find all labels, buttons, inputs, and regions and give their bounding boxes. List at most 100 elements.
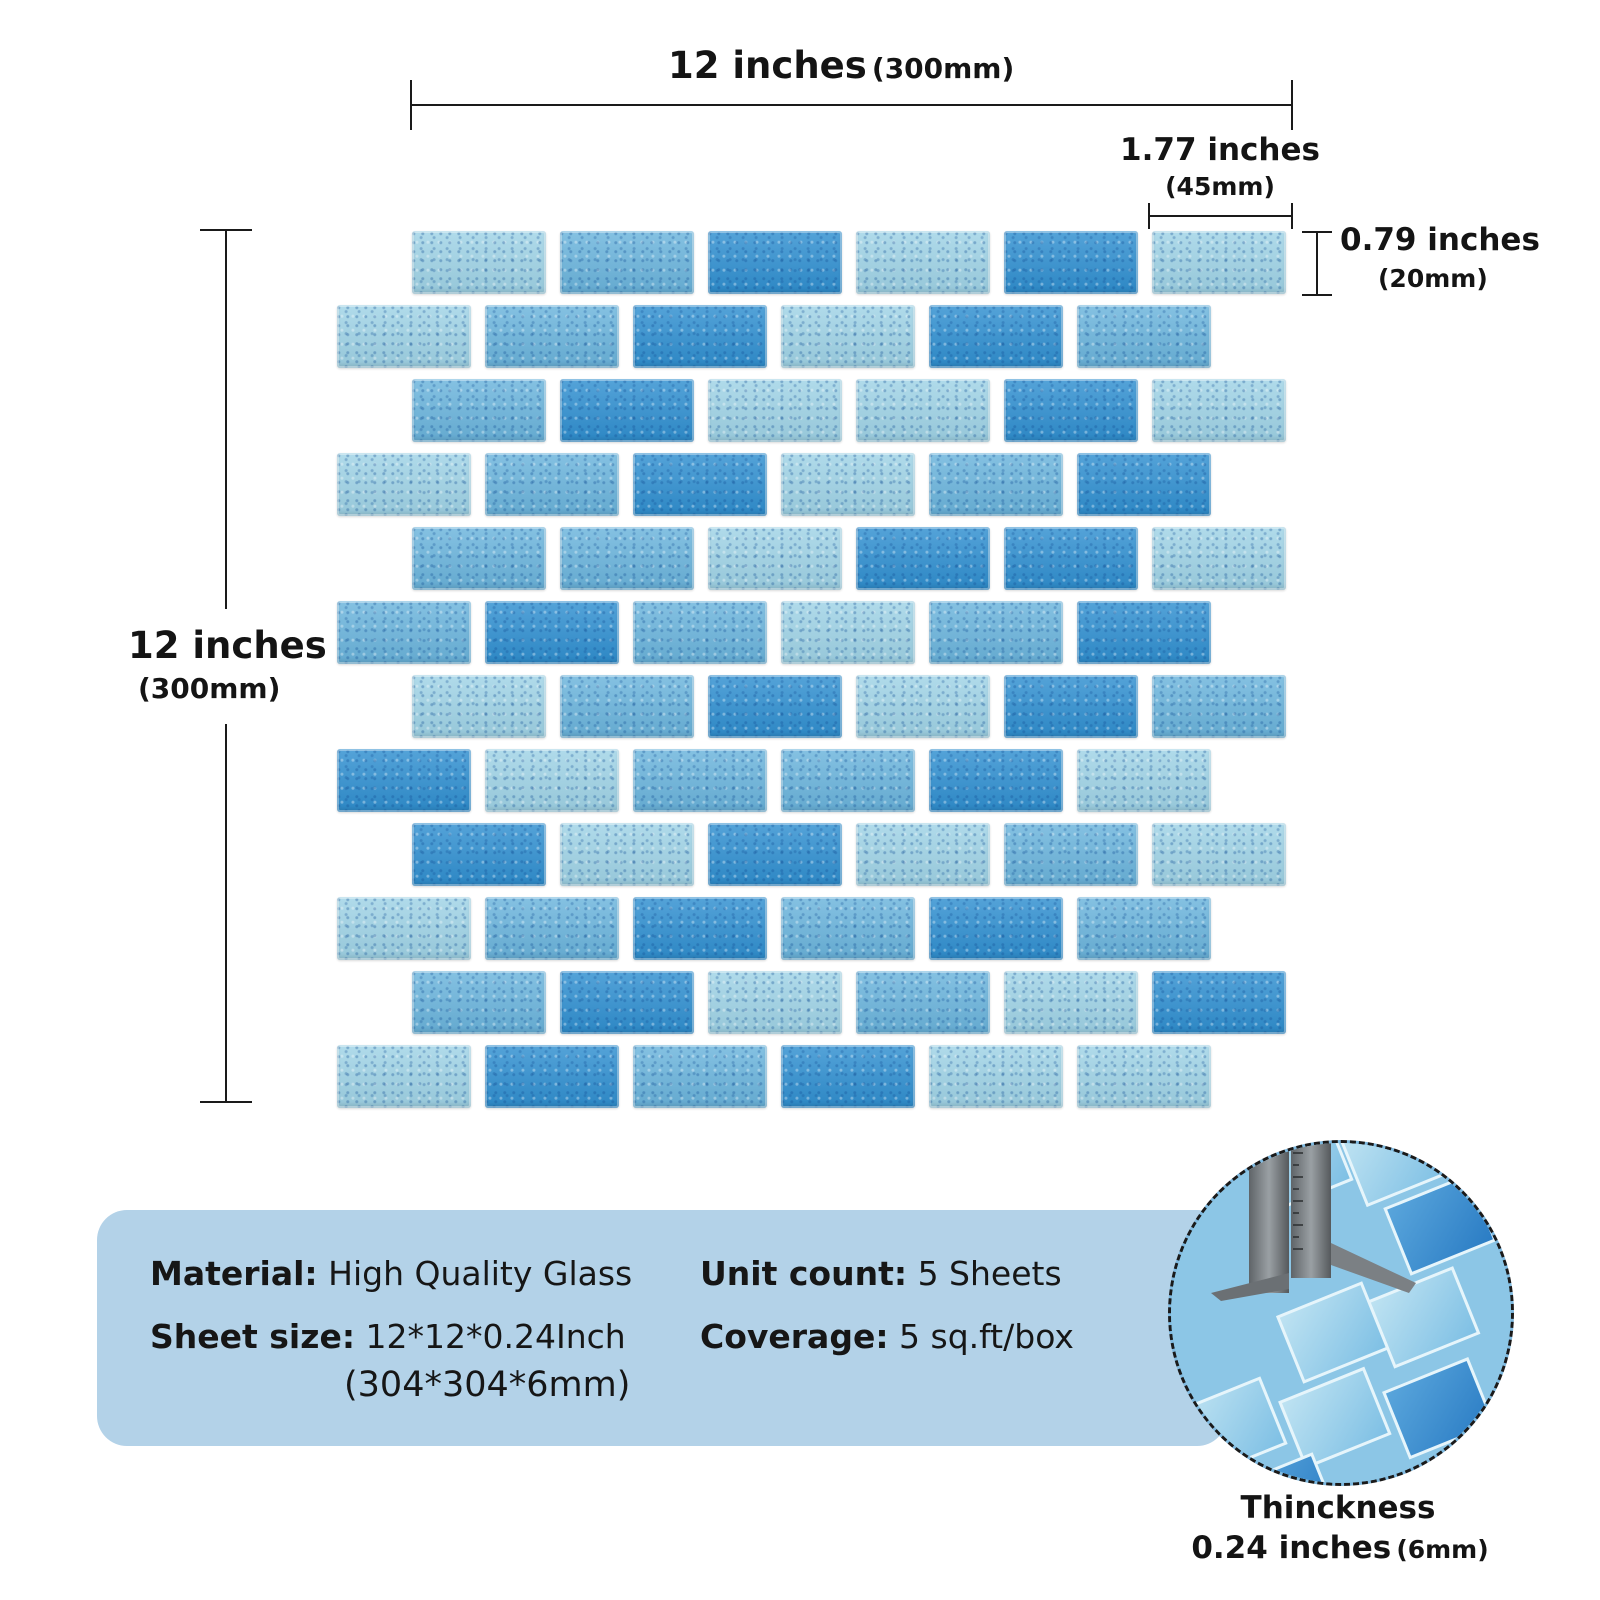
glass-tile [412, 675, 546, 738]
glass-tile [708, 379, 842, 442]
glass-tile [1004, 527, 1138, 590]
glass-tile [1077, 601, 1211, 664]
height-dim-line-upper [225, 229, 227, 609]
glass-tile [1152, 527, 1286, 590]
thickness-inches: 0.24 inches [1191, 1530, 1392, 1566]
glass-tile [929, 305, 1063, 368]
glass-tile [485, 453, 619, 516]
glass-tile [856, 823, 990, 886]
glass-tile [781, 749, 915, 812]
glass-tile [337, 453, 471, 516]
thickness-label: Thinckness [1240, 1490, 1436, 1526]
glass-tile [485, 749, 619, 812]
glass-tile [929, 749, 1063, 812]
tile-height-mm: (20mm) [1378, 264, 1488, 293]
glass-tile [560, 527, 694, 590]
glass-tile [1152, 379, 1286, 442]
sheet-size-spec: Sheet size: 12*12*0.24Inch [150, 1317, 626, 1356]
glass-tile [1004, 971, 1138, 1034]
glass-tile [412, 379, 546, 442]
glass-tile [560, 971, 694, 1034]
glass-tile [1152, 823, 1286, 886]
glass-tile [708, 231, 842, 294]
glass-tile [856, 231, 990, 294]
glass-tile [856, 675, 990, 738]
glass-tile [781, 897, 915, 960]
glass-tile [1152, 231, 1286, 294]
glass-tile [856, 971, 990, 1034]
material-spec: Material: High Quality Glass [150, 1254, 632, 1293]
glass-tile [1004, 823, 1138, 886]
glass-tile [412, 231, 546, 294]
glass-tile [633, 453, 767, 516]
thickness-mm: (6mm) [1396, 1535, 1489, 1564]
width-inches: 12 inches [668, 44, 867, 87]
glass-tile [929, 601, 1063, 664]
glass-tile [485, 305, 619, 368]
glass-tile [929, 897, 1063, 960]
glass-tile [781, 1045, 915, 1108]
glass-tile [929, 453, 1063, 516]
glass-tile [633, 601, 767, 664]
height-inches: 12 inches [128, 624, 327, 667]
glass-tile [337, 601, 471, 664]
glass-tile [412, 527, 546, 590]
tile-width-mm: (45mm) [1165, 172, 1275, 201]
glass-tile [560, 231, 694, 294]
glass-tile [485, 897, 619, 960]
glass-tile [1077, 305, 1211, 368]
sheet-size-mm: (304*304*6mm) [344, 1365, 631, 1405]
width-mm: (300mm) [871, 52, 1015, 85]
height-dim-bottom-tick [200, 1101, 252, 1103]
tile-height-line [1316, 231, 1318, 296]
tile-width-line [1148, 215, 1293, 217]
glass-tile [708, 527, 842, 590]
height-dim-line-lower [225, 724, 227, 1102]
spec-panel: Material: High Quality Glass Sheet size:… [97, 1210, 1227, 1446]
glass-tile [560, 823, 694, 886]
width-dim-line [410, 104, 1293, 106]
thickness-value: 0.24 inches (6mm) [1180, 1530, 1500, 1566]
thickness-caliper-photo [1168, 1140, 1514, 1486]
glass-tile [856, 379, 990, 442]
coverage-label: Coverage: [700, 1317, 889, 1356]
sheet-size-value: 12*12*0.24Inch [365, 1317, 626, 1356]
glass-tile [485, 601, 619, 664]
glass-tile [633, 305, 767, 368]
material-label: Material: [150, 1254, 318, 1293]
glass-tile [1077, 453, 1211, 516]
glass-tile [1004, 231, 1138, 294]
tile-height-inches: 0.79 inches [1340, 222, 1540, 258]
glass-tile [337, 897, 471, 960]
glass-tile [781, 305, 915, 368]
glass-tile [708, 675, 842, 738]
glass-tile [560, 379, 694, 442]
unit-count-value: 5 Sheets [917, 1254, 1062, 1293]
glass-tile [708, 971, 842, 1034]
tile-width-inches: 1.77 inches [1120, 132, 1320, 168]
glass-tile [856, 527, 990, 590]
coverage-value: 5 sq.ft/box [899, 1317, 1074, 1356]
glass-tile [1077, 1045, 1211, 1108]
glass-tile [633, 749, 767, 812]
coverage-spec: Coverage: 5 sq.ft/box [700, 1317, 1074, 1356]
glass-tile [708, 823, 842, 886]
glass-tile [337, 749, 471, 812]
glass-tile [337, 1045, 471, 1108]
glass-tile [337, 305, 471, 368]
sheet-size-label: Sheet size: [150, 1317, 356, 1356]
glass-tile [1004, 379, 1138, 442]
width-dim-label: 12 inches (300mm) [668, 44, 1014, 87]
unit-count-label: Unit count: [700, 1254, 908, 1293]
unit-count-spec: Unit count: 5 Sheets [700, 1254, 1062, 1293]
glass-tile [633, 1045, 767, 1108]
caliper-illustration [1171, 1143, 1511, 1483]
glass-tile [412, 971, 546, 1034]
glass-tile [633, 897, 767, 960]
glass-tile [1152, 971, 1286, 1034]
glass-tile [1077, 897, 1211, 960]
height-mm: (300mm) [138, 672, 281, 705]
glass-tile [781, 601, 915, 664]
material-value: High Quality Glass [328, 1254, 633, 1293]
